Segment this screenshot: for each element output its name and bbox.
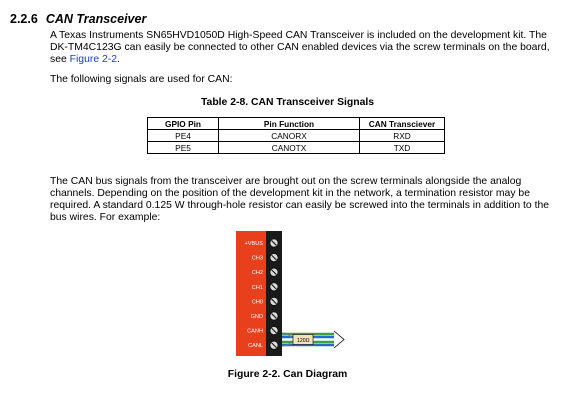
terminal-label: CH1 bbox=[252, 285, 263, 291]
screw-slot-icon bbox=[271, 254, 277, 261]
table-cell: PE5 bbox=[147, 141, 219, 154]
wire-end-marker bbox=[333, 330, 345, 349]
section-title: CAN Transceiver bbox=[45, 12, 147, 26]
section-number: 2.2.6 bbox=[10, 12, 38, 26]
screw-slot-icon bbox=[271, 313, 277, 319]
screw-slot-icon bbox=[271, 342, 277, 348]
terminal-label: GND bbox=[251, 314, 263, 320]
bus-signals-paragraph: The CAN bus signals from the transceiver… bbox=[50, 176, 550, 223]
table-cell: RXD bbox=[359, 129, 445, 142]
screw-slot-icon bbox=[271, 327, 277, 334]
terminal-label: CH2 bbox=[252, 270, 263, 276]
intro-text-end: . bbox=[117, 54, 120, 65]
intro-text: A Texas Instruments SN65HVD1050D High-Sp… bbox=[50, 30, 550, 65]
resistor bbox=[292, 334, 314, 345]
resistor-label: 120Ω bbox=[297, 338, 310, 344]
table-header-cell: CAN Transciever bbox=[359, 117, 445, 130]
table-header-cell: Pin Function bbox=[218, 117, 360, 130]
terminal-label: +VBUS bbox=[245, 241, 264, 247]
table-caption: Table 2-8. CAN Transceiver Signals bbox=[200, 97, 375, 108]
terminal-label: CANL bbox=[248, 343, 263, 349]
table-header-cell: GPIO Pin bbox=[147, 117, 219, 130]
terminal-label: CANH bbox=[247, 329, 263, 335]
screw-slot-icon bbox=[271, 269, 277, 275]
table-row: PE4 CANORX RXD bbox=[147, 129, 445, 142]
board-edge bbox=[236, 231, 266, 356]
terminal-label: CH3 bbox=[252, 256, 263, 262]
figure-link[interactable]: Figure 2-2 bbox=[69, 54, 117, 65]
table-cell: CANORX bbox=[218, 129, 360, 142]
screw-slot-icon bbox=[271, 240, 277, 246]
screw-slot-icon bbox=[271, 298, 277, 305]
table-cell: TXD bbox=[359, 141, 445, 154]
table-row: PE5 CANOTX TXD bbox=[147, 141, 445, 154]
table-cell: PE4 bbox=[147, 129, 219, 142]
signals-intro-paragraph: The following signals are used for CAN: bbox=[50, 74, 233, 85]
can-signals-table: GPIO Pin Pin Function CAN Transciever PE… bbox=[147, 117, 445, 154]
table-cell: CANOTX bbox=[218, 141, 360, 154]
section-heading: 2.2.6 CAN Transceiver bbox=[10, 12, 146, 26]
figure-caption: Figure 2-2. Can Diagram bbox=[227, 369, 348, 380]
terminal-label: CH0 bbox=[252, 299, 263, 305]
table-header-row: GPIO Pin Pin Function CAN Transciever bbox=[147, 117, 445, 130]
terminal-block bbox=[266, 231, 282, 356]
screw-slot-icon bbox=[271, 284, 277, 290]
intro-paragraph: A Texas Instruments SN65HVD1050D High-Sp… bbox=[50, 30, 562, 66]
